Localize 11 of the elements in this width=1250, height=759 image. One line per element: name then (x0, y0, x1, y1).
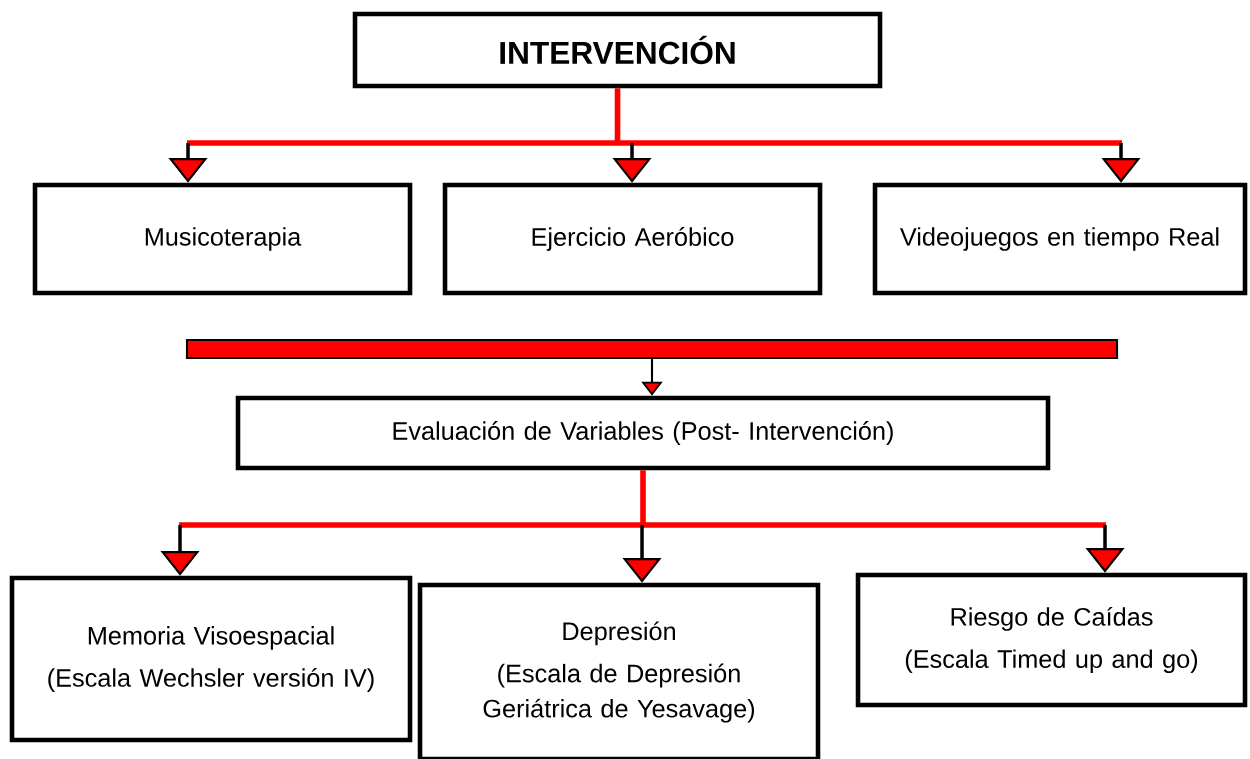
connector-line (176, 467, 1109, 528)
process-box: Depresión (Escala de Depresión Geriátrica de Yesavage) (417, 582, 821, 759)
process-box: Riesgo de Caídas (Escala Timed up and go) (855, 572, 1248, 708)
process-box: Ejercicio Aeróbico (442, 182, 823, 296)
connector-line (184, 85, 1125, 146)
process-box: Evaluación de Variables (Post- Intervención) (235, 395, 1051, 471)
process-box: Videojuegos en tiempo Real (872, 182, 1248, 296)
connector-bar (185, 338, 1119, 360)
process-box: Musicoterapia (32, 182, 413, 296)
process-box: Memoria Visoespacial (Escala Wechsler versión IV) (9, 575, 413, 743)
process-box: INTERVENCIÓN (352, 11, 883, 89)
